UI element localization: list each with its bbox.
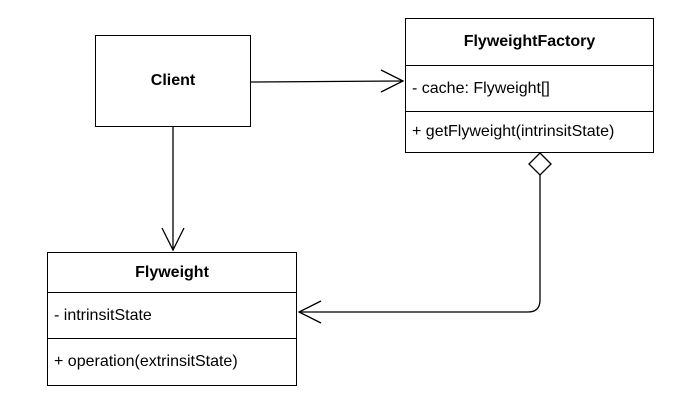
- flyweight-factory-name: FlyweightFactory: [406, 19, 653, 66]
- factory-flyweight-aggregation[interactable]: [297, 152, 552, 324]
- flyweight-attribute: - intrinsitState: [48, 293, 296, 339]
- client-to-factory-association[interactable]: [250, 69, 405, 93]
- flyweight-class[interactable]: Flyweight - intrinsitState + operation(e…: [47, 252, 297, 386]
- client-to-flyweight-association[interactable]: [161, 127, 185, 252]
- client-label: Client: [150, 72, 196, 89]
- flyweight-factory-class[interactable]: FlyweightFactory - cache: Flyweight[] + …: [405, 18, 654, 153]
- flyweight-name: Flyweight: [48, 253, 296, 293]
- aggregation-diamond-icon: [528, 152, 552, 176]
- flyweight-operation: + operation(extrinsitState): [54, 352, 238, 370]
- client-box[interactable]: Client: [95, 35, 251, 127]
- flyweight-factory-attribute: - cache: Flyweight[]: [406, 66, 653, 112]
- flyweight-factory-operation: + getFlyweight(intrinsitState): [412, 123, 615, 140]
